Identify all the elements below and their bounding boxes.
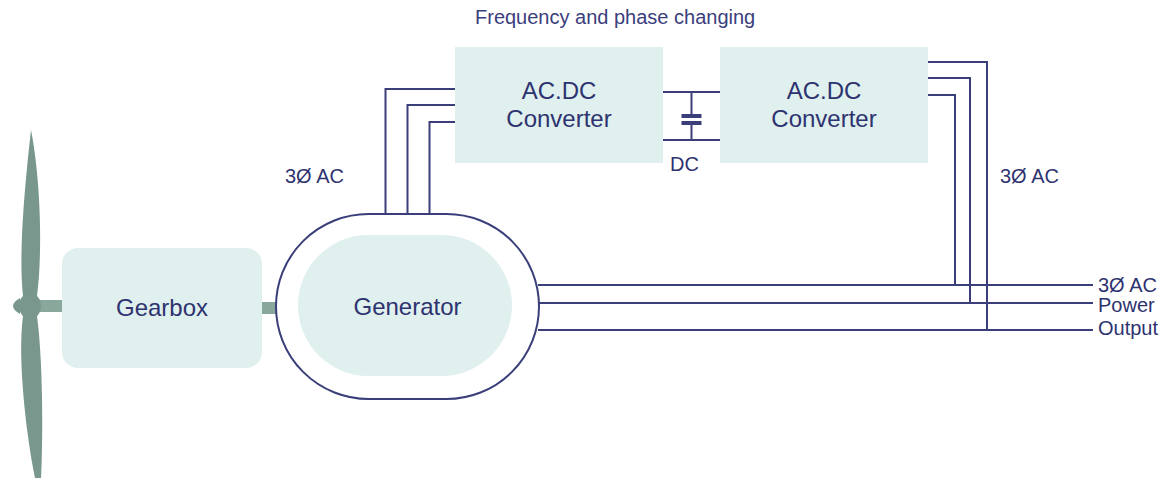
node-text: Generator [353,293,461,321]
node-text: AC.DC Converter [479,77,639,132]
converter-box: AC.DC Converter [720,47,928,163]
generator-box: Generator [275,213,540,400]
capacitor-symbol [691,123,693,140]
capacitor-symbol [682,114,702,118]
output-label: 3Ø AC [1098,274,1157,296]
node-text: AC.DC Converter [744,77,904,132]
phase-label: 3Ø AC [1000,165,1059,187]
node-text: Gearbox [116,294,208,322]
phase-label: 3Ø AC [285,165,344,187]
gearbox-box: Gearbox [62,248,262,368]
diagram-title: Frequency and phase changing [475,6,755,28]
turbine-nose [13,298,20,314]
output-label: Output [1098,317,1158,339]
capacitor-symbol [691,92,693,116]
dc-label: DC [670,153,699,175]
turbine-blade [21,130,40,296]
wire-connector [663,92,720,140]
converter-box: AC.DC Converter [455,47,663,163]
output-label: Power [1098,294,1155,316]
output-wires [955,285,1093,330]
turbine-hub [19,293,41,319]
turbine-blade [21,316,42,478]
